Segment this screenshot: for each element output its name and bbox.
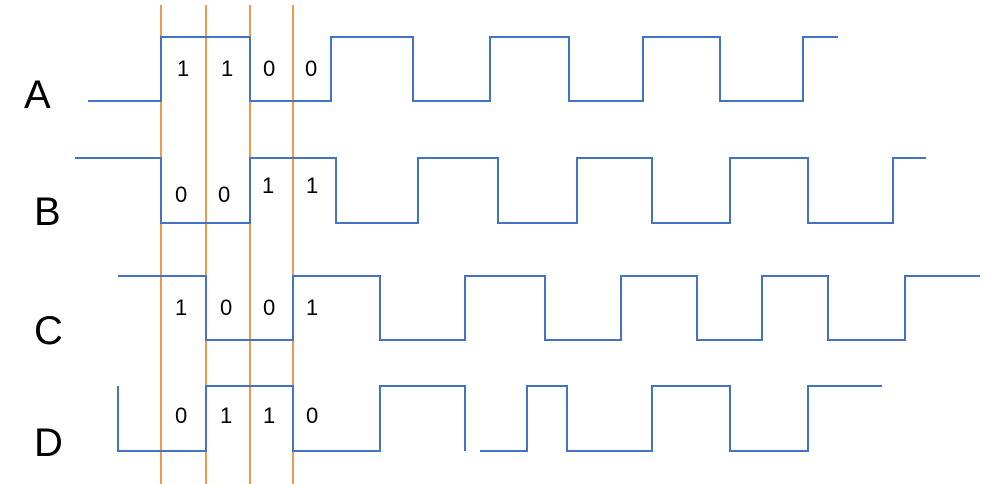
bit-a-3: 0	[263, 56, 275, 81]
waveform-c	[118, 275, 980, 341]
bit-b-3: 1	[262, 173, 274, 198]
waveform-a	[88, 36, 838, 102]
bit-d-2: 1	[220, 403, 232, 428]
bit-b-4: 1	[306, 173, 318, 198]
signal-label-c: C	[34, 309, 63, 353]
bit-a-4: 0	[305, 56, 317, 81]
signal-label-d: D	[34, 421, 63, 465]
signal-d: D 0 1 1 0	[34, 385, 882, 465]
bit-d-3: 1	[263, 403, 275, 428]
signal-b: B 0 0 1 1	[34, 157, 926, 234]
signal-c: C 1 0 0 1	[34, 275, 980, 353]
bit-b-1: 0	[175, 182, 187, 207]
signal-a: A 1 1 0 0	[24, 36, 838, 117]
bit-a-2: 1	[221, 56, 233, 81]
bit-c-3: 0	[263, 295, 275, 320]
waveform-d-2	[480, 385, 882, 452]
bit-a-1: 1	[177, 56, 189, 81]
signal-label-b: B	[34, 190, 61, 234]
bit-c-2: 0	[220, 295, 232, 320]
bit-c-1: 1	[175, 295, 187, 320]
waveform-b	[75, 157, 926, 224]
signal-label-a: A	[24, 73, 51, 117]
bit-c-4: 1	[306, 295, 318, 320]
bit-d-1: 0	[175, 403, 187, 428]
bit-d-4: 0	[306, 403, 318, 428]
bit-b-2: 0	[218, 182, 230, 207]
waveform-d-1	[117, 385, 466, 452]
